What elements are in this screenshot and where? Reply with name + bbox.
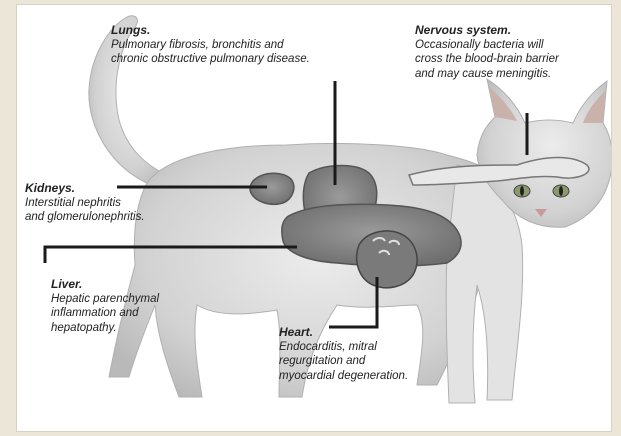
label-heart-line1: Endocarditis, mitral: [279, 340, 459, 355]
label-liver-line2: inflammation and: [51, 306, 221, 321]
label-nervous-line2: cross the blood-brain barrier: [415, 52, 612, 67]
label-lungs-title: Lungs.: [111, 23, 371, 38]
heart-organ: [357, 231, 417, 288]
label-liver: Liver. Hepatic parenchymal inflammation …: [51, 277, 221, 335]
label-kidneys-line2: and glomerulonephritis.: [25, 210, 215, 225]
label-kidneys-title: Kidneys.: [25, 181, 215, 196]
label-heart-line2: regurgitation and: [279, 354, 459, 369]
label-kidneys-line1: Interstitial nephritis: [25, 196, 215, 211]
label-liver-title: Liver.: [51, 277, 221, 292]
label-nervous-line1: Occasionally bacteria will: [415, 38, 612, 53]
label-nervous-title: Nervous system.: [415, 23, 612, 38]
label-lungs-line1: Pulmonary fibrosis, bronchitis and: [111, 38, 371, 53]
label-heart: Heart. Endocarditis, mitral regurgitatio…: [279, 325, 459, 383]
kidney-organ: [250, 173, 294, 204]
label-liver-line1: Hepatic parenchymal: [51, 292, 221, 307]
label-nervous-line3: and may cause meningitis.: [415, 67, 612, 82]
label-heart-line3: myocardial degeneration.: [279, 369, 459, 384]
label-lungs: Lungs. Pulmonary fibrosis, bronchitis an…: [111, 23, 371, 67]
label-liver-line3: hepatopathy.: [51, 321, 221, 336]
label-kidneys: Kidneys. Interstitial nephritis and glom…: [25, 181, 215, 225]
diagram-panel: Lungs. Pulmonary fibrosis, bronchitis an…: [16, 4, 612, 432]
label-heart-title: Heart.: [279, 325, 459, 340]
label-lungs-line2: chronic obstructive pulmonary disease.: [111, 52, 371, 67]
label-nervous-system: Nervous system. Occasionally bacteria wi…: [415, 23, 612, 81]
